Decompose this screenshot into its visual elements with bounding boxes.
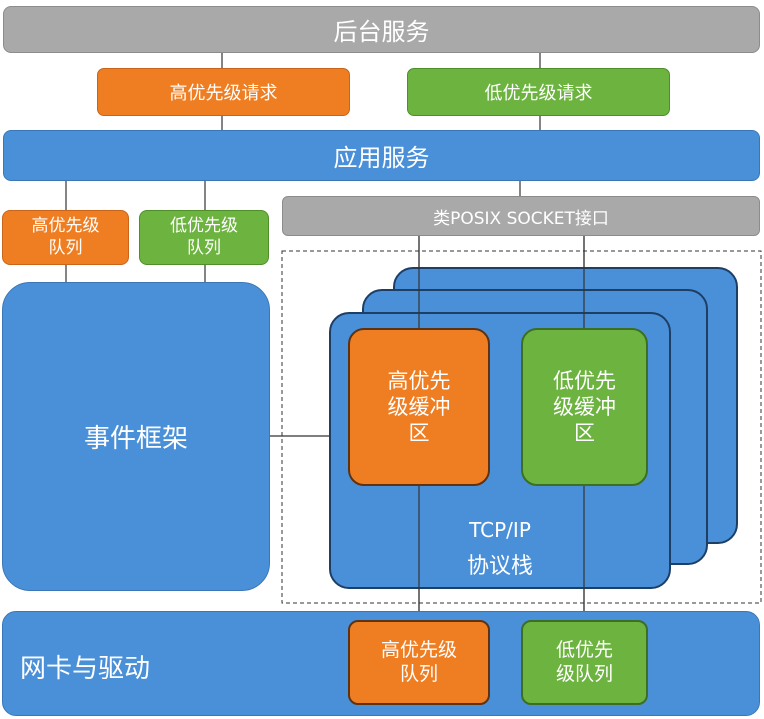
low-priority-request-label: 低优先级请求 bbox=[484, 83, 593, 104]
nic-low-priority-queue-label: 低优先 级队列 bbox=[555, 638, 613, 685]
app-low-priority-queue: 低优先级 队列 bbox=[139, 210, 269, 265]
event-framework-box: 事件框架 bbox=[2, 282, 270, 591]
nic-driver-label: 网卡与驱动 bbox=[20, 654, 151, 684]
nic-low-priority-queue: 低优先 级队列 bbox=[521, 620, 648, 705]
tcpip-subtitle: 协议栈 bbox=[466, 554, 533, 579]
app-high-priority-queue-label: 高优先级 队列 bbox=[31, 216, 100, 258]
nic-high-priority-queue: 高优先级 队列 bbox=[348, 620, 490, 705]
backend-service-bar: 后台服务 bbox=[3, 6, 760, 53]
tcpip-dashed-frame bbox=[281, 250, 762, 604]
high-priority-buffer-label: 高优先 级缓冲 区 bbox=[387, 368, 451, 446]
application-service-bar: 应用服务 bbox=[3, 130, 760, 181]
low-priority-buffer: 低优先 级缓冲 区 bbox=[521, 328, 648, 486]
low-priority-request-box: 低优先级请求 bbox=[407, 68, 670, 116]
high-priority-request-label: 高优先级请求 bbox=[169, 83, 278, 104]
low-priority-buffer-label: 低优先 级缓冲 区 bbox=[553, 368, 616, 446]
event-framework-label: 事件框架 bbox=[83, 424, 188, 454]
application-service-label: 应用服务 bbox=[333, 144, 430, 172]
posix-socket-interface-label: 类POSIX SOCKET接口 bbox=[433, 208, 609, 229]
high-priority-request-box: 高优先级请求 bbox=[97, 68, 350, 116]
posix-socket-interface-bar: 类POSIX SOCKET接口 bbox=[282, 196, 760, 236]
tcpip-title: TCP/IP bbox=[469, 518, 531, 542]
high-priority-buffer: 高优先 级缓冲 区 bbox=[348, 328, 490, 486]
nic-high-priority-queue-label: 高优先级 队列 bbox=[380, 638, 457, 685]
app-low-priority-queue-label: 低优先级 队列 bbox=[170, 216, 238, 258]
app-high-priority-queue: 高优先级 队列 bbox=[2, 210, 129, 265]
backend-service-label: 后台服务 bbox=[333, 18, 430, 46]
